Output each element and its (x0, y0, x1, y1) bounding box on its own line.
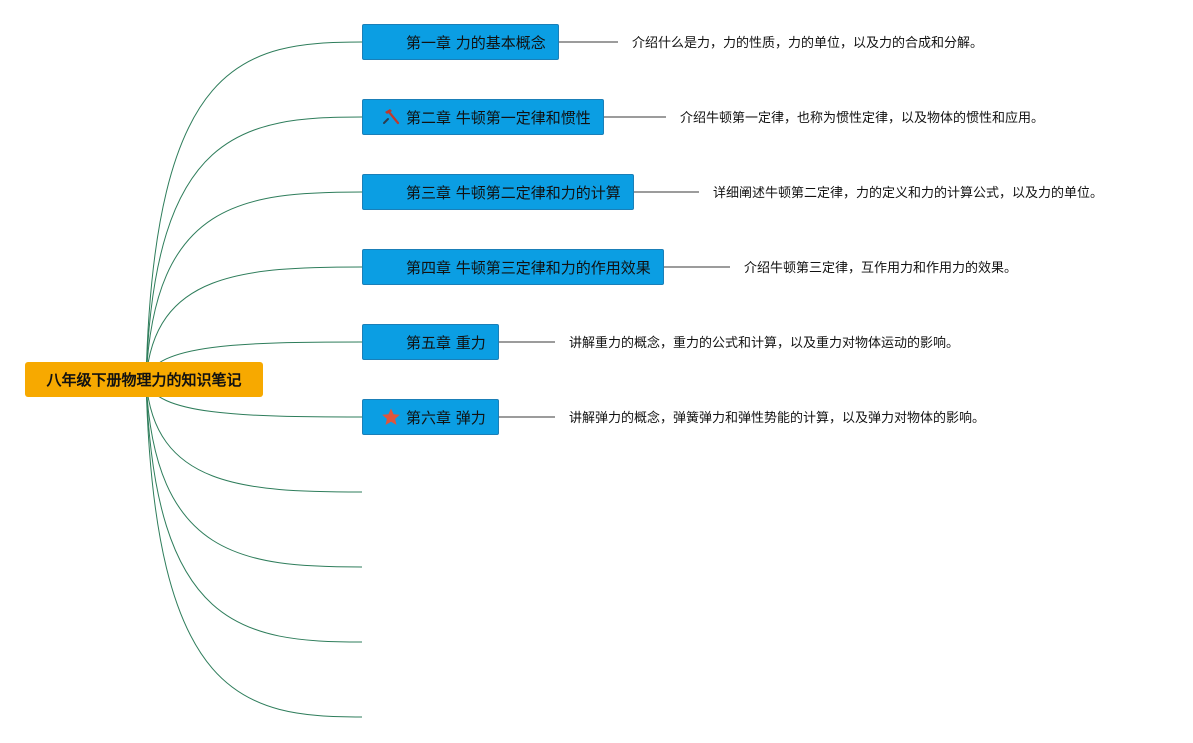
empty-branch-link (145, 379, 363, 718)
chapter-label: 第六章 弹力 (406, 408, 486, 427)
hammer-icon (381, 107, 401, 127)
chapter-node-5[interactable]: 第五章 重力 (362, 324, 499, 360)
branch-link (145, 116, 363, 381)
chapter-node-3[interactable]: 第三章 牛顿第二定律和力的计算 (362, 174, 634, 210)
root-topic[interactable]: 八年级下册物理力的知识笔记 (25, 362, 263, 397)
branch-link (145, 266, 363, 381)
chapter-label: 第四章 牛顿第三定律和力的作用效果 (406, 258, 651, 277)
star-icon (381, 407, 401, 427)
blank-icon (381, 32, 401, 52)
blank-icon (381, 257, 401, 277)
chapter-desc-4[interactable]: 介绍牛顿第三定律，互作用力和作用力的效果。 (744, 261, 1018, 276)
chapter-label: 第一章 力的基本概念 (406, 33, 546, 52)
empty-branch-link (145, 379, 363, 493)
chapter-node-4[interactable]: 第四章 牛顿第三定律和力的作用效果 (362, 249, 664, 285)
chapter-label: 第五章 重力 (406, 333, 486, 352)
empty-branch-link (145, 379, 363, 568)
chapter-desc-3[interactable]: 详细阐述牛顿第二定律，力的定义和力的计算公式，以及力的单位。 (713, 186, 1104, 201)
chapter-node-6[interactable]: 第六章 弹力 (362, 399, 499, 435)
empty-branch-link (145, 379, 363, 643)
branch-link (145, 191, 363, 381)
chapter-desc-1[interactable]: 介绍什么是力，力的性质，力的单位，以及力的合成和分解。 (632, 36, 984, 51)
chapter-desc-6[interactable]: 讲解弹力的概念，弹簧弹力和弹性势能的计算，以及弹力对物体的影响。 (569, 411, 986, 426)
blank-icon (381, 182, 401, 202)
chapter-node-2[interactable]: 第二章 牛顿第一定律和惯性 (362, 99, 604, 135)
chapter-desc-5[interactable]: 讲解重力的概念，重力的公式和计算，以及重力对物体运动的影响。 (569, 336, 960, 351)
chapter-desc-2[interactable]: 介绍牛顿第一定律，也称为惯性定律，以及物体的惯性和应用。 (680, 111, 1045, 126)
chapter-label: 第三章 牛顿第二定律和力的计算 (406, 183, 621, 202)
branch-link (145, 41, 363, 381)
chapter-label: 第二章 牛顿第一定律和惯性 (406, 108, 591, 127)
chapter-node-1[interactable]: 第一章 力的基本概念 (362, 24, 559, 60)
blank-icon (381, 332, 401, 352)
root-topic-label: 八年级下册物理力的知识笔记 (46, 371, 242, 389)
